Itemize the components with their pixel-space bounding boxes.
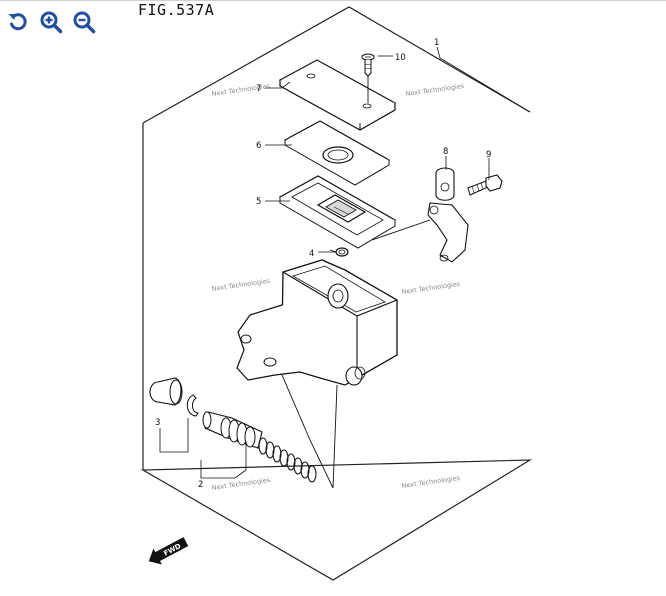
assembly-outline [140,6,533,581]
callout-7[interactable]: 7 [256,84,261,94]
forward-label: FWD [162,542,182,558]
forward-direction-arrow: FWD [148,537,189,565]
callout-9[interactable]: 9 [486,150,491,160]
part-5-diaphragm[interactable] [278,175,397,249]
part-4-ring[interactable] [335,247,349,257]
part-8-clamp[interactable] [427,167,469,263]
part-9-bolt[interactable] [467,174,503,196]
figure-title: FIG.537A [138,1,215,19]
part-3-dust-boot[interactable] [149,377,183,406]
part-7-reservoir-cap[interactable] [278,59,397,131]
zoom-in-button[interactable] [37,8,65,36]
callout-3[interactable]: 3 [155,418,160,428]
watermark-text: Next Technologies [405,82,465,98]
part-2-piston-assembly[interactable] [186,394,317,483]
watermark-text: Next Technologies [211,277,271,293]
zoom-in-icon [40,11,63,34]
zoom-out-button[interactable] [70,8,98,36]
zoom-toolbar [4,8,98,36]
callout-10[interactable]: 10 [395,53,406,63]
watermark-text: Next Technologies [211,82,271,98]
watermark-text: Next Technologies [401,474,461,490]
part-10-screw[interactable] [361,53,375,77]
callout-2[interactable]: 2 [198,480,203,490]
part-1-master-cylinder-body[interactable] [236,259,398,386]
callout-5[interactable]: 5 [256,197,261,207]
callout-8[interactable]: 8 [443,147,448,157]
reset-view-button[interactable] [4,8,32,36]
leader-lines [159,46,531,479]
callout-6[interactable]: 6 [256,141,261,151]
top-divider [0,0,666,1]
callout-1[interactable]: 1 [434,38,439,48]
callout-labels: 1 2 3 4 5 6 7 8 9 10 [155,38,491,490]
callout-4[interactable]: 4 [309,249,314,259]
part-6-plate[interactable] [283,120,391,186]
watermark-text: Next Technologies [401,280,461,296]
rotate-left-icon [8,13,27,31]
zoom-out-icon [73,11,96,34]
